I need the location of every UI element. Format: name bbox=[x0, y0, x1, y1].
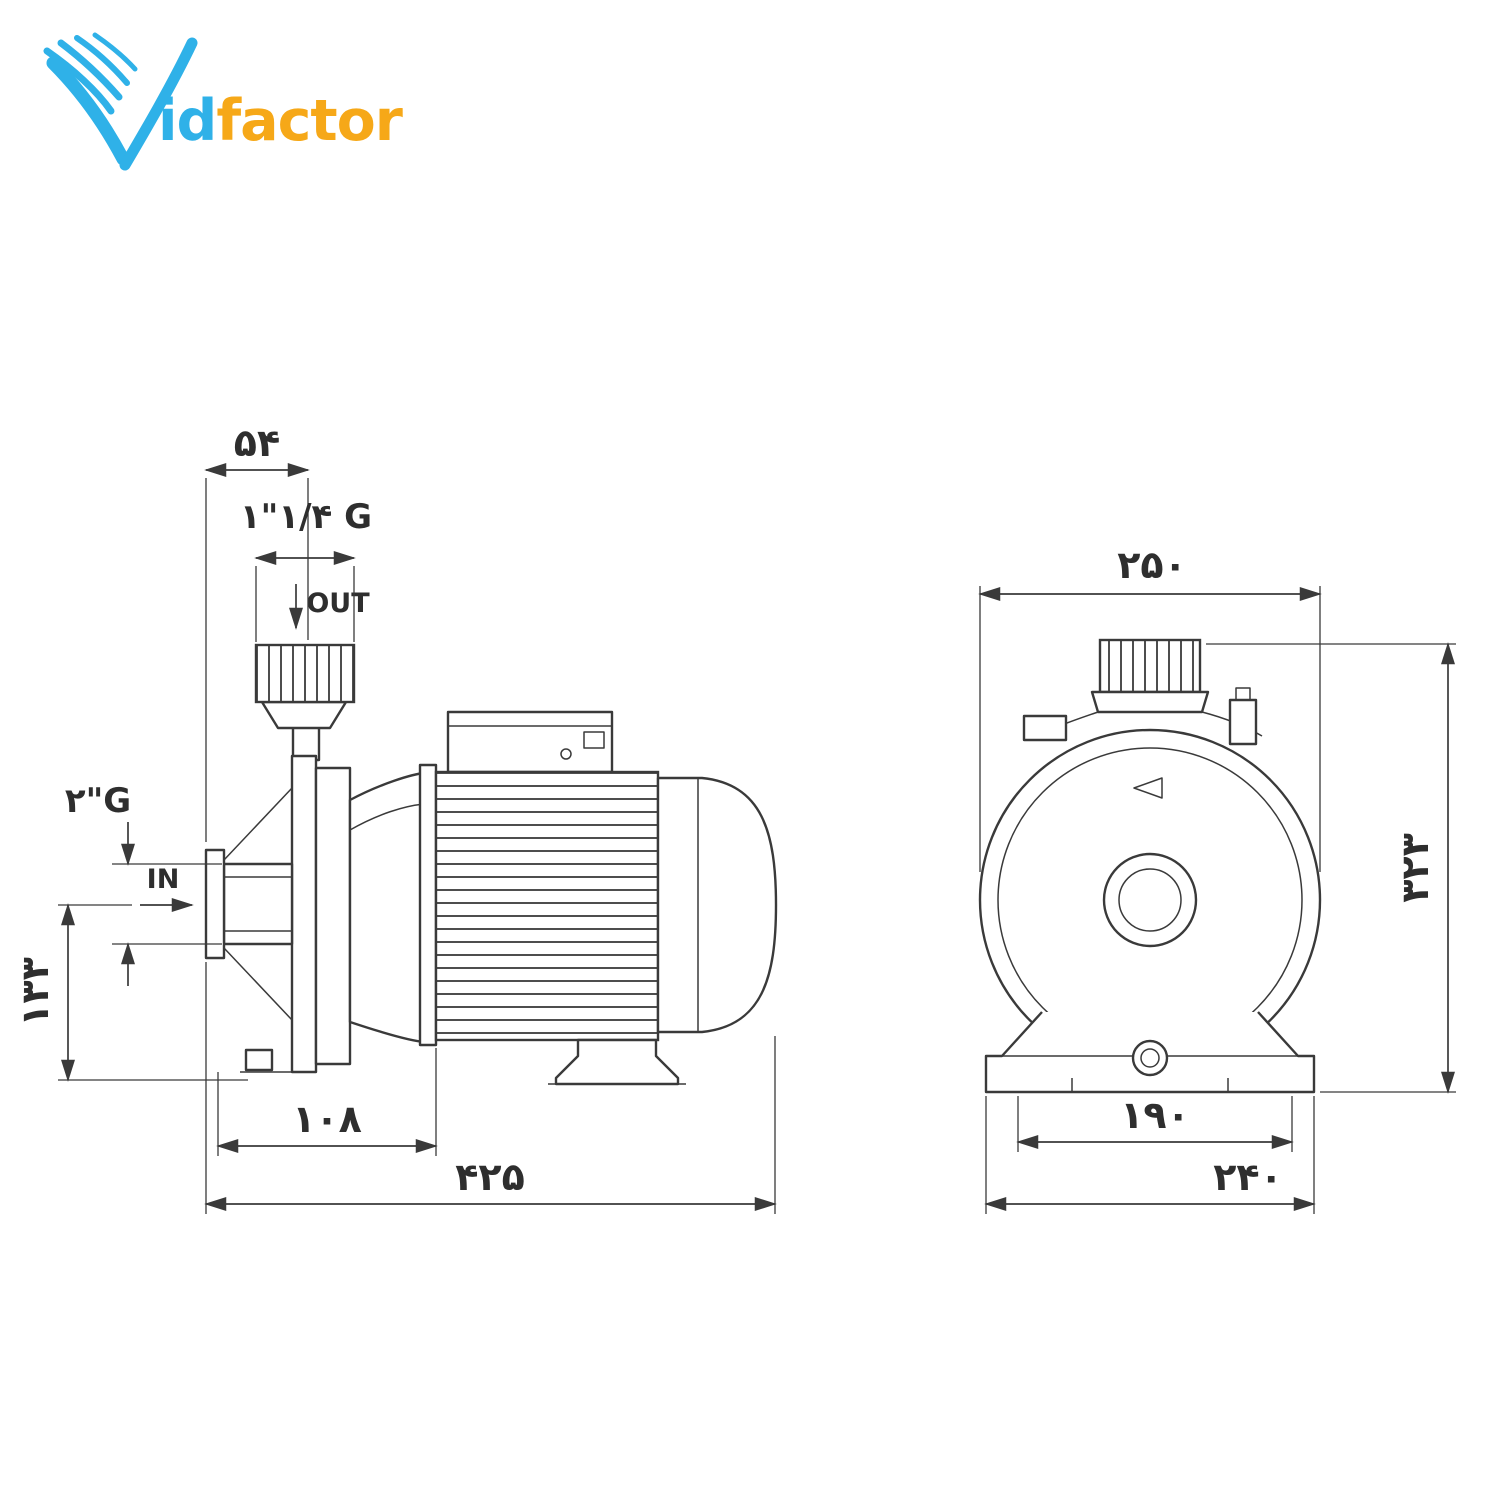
dim-total-height: ۳۲۳ bbox=[1206, 642, 1456, 1094]
volute-cone bbox=[348, 771, 427, 1044]
drain-plug-inner bbox=[1140, 1048, 1160, 1068]
feather-v-icon bbox=[43, 32, 198, 171]
logo-id-text: id bbox=[158, 88, 216, 154]
motor-body bbox=[418, 710, 778, 1086]
casing-foot bbox=[244, 1048, 274, 1072]
right-lug-bolt bbox=[1235, 687, 1251, 701]
front-base bbox=[984, 1011, 1316, 1094]
dim-total-length: ۴۲۵ bbox=[204, 962, 777, 1214]
side-view: OUT IN ۵۴ ۱"۱/۴ G ۲"G bbox=[13, 421, 778, 1214]
inlet-flow-label: IN bbox=[140, 864, 194, 912]
inlet-port bbox=[204, 787, 294, 1021]
dim-label-108: ۱۰۸ bbox=[292, 1097, 362, 1141]
logo: idfactor bbox=[43, 32, 404, 171]
rotation-arrow-icon bbox=[1133, 777, 1163, 799]
front-cap-knurl bbox=[1098, 638, 1202, 694]
terminal-box-body bbox=[446, 710, 614, 774]
inlet-boss-outer bbox=[1102, 852, 1198, 948]
volute-curve bbox=[349, 803, 425, 831]
cable-gland bbox=[583, 731, 605, 749]
motor-foot-shape bbox=[554, 1038, 680, 1086]
inlet-flange bbox=[204, 848, 226, 960]
outlet-assembly bbox=[254, 643, 356, 762]
front-view: ۲۵۰ ۳۲۳ ۱۹۰ ۲۴۰ bbox=[978, 543, 1456, 1214]
inlet-thread-label: ۲"G bbox=[65, 781, 131, 821]
motor-fins bbox=[434, 770, 660, 1042]
suction-cone-bottom bbox=[223, 947, 293, 1021]
outlet-collar bbox=[260, 700, 348, 730]
dim-inlet-center-height: ۱۳۳ bbox=[13, 903, 248, 1082]
motor-front-flange bbox=[418, 763, 438, 1047]
left-lug bbox=[1022, 714, 1068, 742]
inlet-boss-inner bbox=[1118, 868, 1182, 932]
right-lug bbox=[1228, 698, 1258, 746]
end-cap-shell bbox=[656, 776, 778, 1034]
drain-plug-outer bbox=[1131, 1039, 1169, 1077]
dim-label-240: ۲۴۰ bbox=[1213, 1155, 1283, 1199]
inlet-pipe bbox=[222, 862, 294, 946]
casing-body-plate bbox=[314, 766, 352, 1066]
outlet-flow-label: OUT bbox=[289, 584, 370, 630]
suction-cone-top bbox=[223, 787, 293, 861]
dim-label-425: ۴۲۵ bbox=[455, 1155, 525, 1199]
dim-label-190: ۱۹۰ bbox=[1120, 1093, 1190, 1137]
front-outlet-cap bbox=[1022, 638, 1263, 746]
dim-base-width: ۲۴۰ bbox=[984, 1096, 1316, 1214]
dim-label-54: ۵۴ bbox=[234, 421, 280, 465]
dim-inlet-thread: ۲"G bbox=[65, 781, 222, 986]
terminal-box bbox=[446, 710, 614, 774]
dim-label-323: ۳۲۳ bbox=[1393, 833, 1437, 903]
end-cap bbox=[656, 776, 778, 1034]
outlet-nut bbox=[254, 643, 356, 704]
casing-front-plate bbox=[290, 754, 318, 1074]
logo-factor-text: factor bbox=[216, 88, 402, 154]
dim-body-width: ۲۵۰ bbox=[978, 543, 1322, 872]
logo-text: idfactor bbox=[158, 88, 403, 154]
in-label: IN bbox=[147, 864, 180, 895]
dim-label-250: ۲۵۰ bbox=[1117, 543, 1187, 587]
terminal-box-screw bbox=[560, 748, 572, 760]
dim-outlet-thread: ۱"۱/۴ G bbox=[240, 497, 372, 642]
outlet-thread-label: ۱"۱/۴ G bbox=[240, 497, 372, 537]
front-cap-collar bbox=[1090, 690, 1210, 714]
motor-foot bbox=[548, 1038, 686, 1086]
dim-pump-length: ۱۰۸ bbox=[216, 1048, 438, 1156]
out-label: OUT bbox=[306, 588, 370, 619]
dim-label-133: ۱۳۳ bbox=[13, 957, 57, 1027]
dim-foot-holes: ۱۹۰ bbox=[1016, 1093, 1294, 1152]
